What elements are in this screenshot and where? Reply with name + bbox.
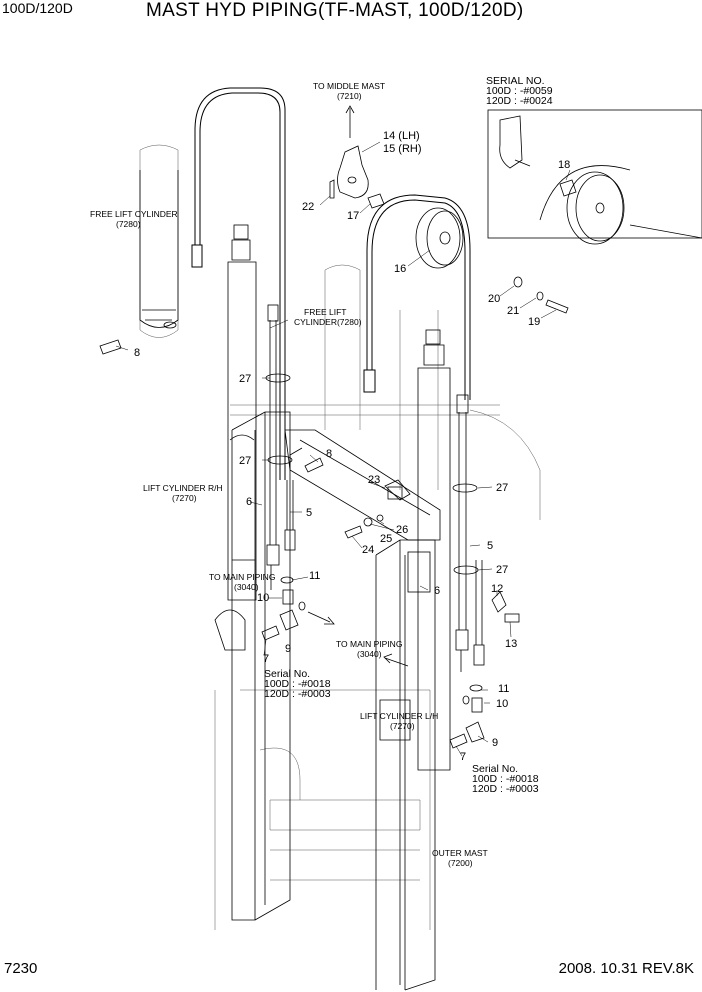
note-lift-cyl-rh-ref: (7270) — [172, 493, 197, 503]
callout-7-right: 7 — [460, 751, 466, 763]
callout-9-left: 9 — [285, 643, 291, 655]
background-mast-outline — [139, 144, 541, 930]
hose-middle-loop — [363, 194, 471, 400]
serial-right-line2: 120D : -#0003 — [472, 783, 539, 795]
callout-15: 15 (RH) — [383, 143, 422, 155]
washer-21 — [536, 291, 544, 301]
callout-10-left: 10 — [257, 592, 269, 604]
callout-13: 13 — [505, 638, 517, 650]
lift-cylinder-rh — [227, 224, 257, 601]
callout-27-a: 27 — [239, 373, 251, 385]
note-to-middle-mast-ref: (7210) — [337, 91, 362, 101]
free-lift-cylinder-left — [139, 170, 179, 329]
note-outer-mast: OUTER MAST — [432, 848, 488, 858]
cross-bracket — [284, 429, 441, 541]
bolt-8-mid — [304, 457, 324, 473]
note-lift-cyl-rh: LIFT CYLINDER R/H — [143, 483, 223, 493]
callout-5-left: 5 — [306, 507, 312, 519]
note-lift-cyl-lh-ref: (7270) — [390, 721, 415, 731]
serial-inset-box — [487, 109, 702, 245]
outer-mast-left-rail — [214, 411, 291, 921]
serial-left-line2: 120D : -#0003 — [264, 688, 331, 700]
note-to-main-piping-left-ref: (3040) — [234, 582, 259, 592]
pipe-right — [455, 394, 485, 666]
callout-26: 26 — [396, 524, 408, 536]
note-to-main-piping-right: TO MAIN PIPING — [336, 639, 402, 649]
callout-18: 18 — [558, 159, 570, 171]
callout-22: 22 — [302, 201, 314, 213]
note-free-lift-cyl-left-ref: (7280) — [116, 219, 141, 229]
note-to-middle-mast: TO MIDDLE MAST — [313, 81, 385, 91]
callout-27-b: 27 — [239, 455, 251, 467]
note-outer-mast-ref: (7200) — [448, 858, 473, 868]
bracket-14-15 — [337, 145, 369, 199]
pipe-left — [266, 304, 296, 566]
serial-left-heading: Serial No. — [264, 668, 310, 680]
serial-box-heading: SERIAL NO. — [486, 75, 545, 87]
note-free-lift-cyl-left: FREE LIFT CYLINDER — [90, 209, 178, 219]
fittings-right — [449, 684, 485, 749]
note-free-lift-cyl-mid: FREE LIFT — [304, 307, 347, 317]
bolt-19 — [545, 299, 569, 314]
callout-24: 24 — [362, 544, 374, 556]
hose-left-loop — [191, 87, 286, 480]
callout-23: 23 — [368, 474, 380, 486]
fittings-left — [261, 576, 306, 641]
serial-left-line1: 100D : -#0018 — [264, 678, 331, 690]
bolt-22 — [329, 179, 335, 199]
serial-blocks: SERIAL NO. 100D : -#0059 120D : -#0024 S… — [264, 75, 553, 795]
callout-6-left: 6 — [246, 496, 252, 508]
bolt-24 — [344, 525, 363, 539]
callout-9-right: 9 — [492, 737, 498, 749]
washer-26 — [376, 514, 384, 522]
note-to-main-piping-left: TO MAIN PIPING — [209, 572, 275, 582]
callout-8-left: 8 — [134, 347, 140, 359]
note-free-lift-cyl-mid2: CYLINDER(7280) — [294, 317, 362, 327]
outer-mast-right-rail — [375, 539, 436, 991]
callout-5-right: 5 — [487, 540, 493, 552]
callout-7-left: 7 — [263, 653, 269, 665]
callout-27-c: 27 — [496, 482, 508, 494]
pin-17 — [367, 193, 385, 209]
callout-27-d: 27 — [496, 564, 508, 576]
washer-20 — [513, 276, 523, 288]
serial-box-line2: 120D : -#0024 — [486, 95, 553, 107]
model-label: 100D/120D — [2, 0, 73, 16]
bolt-8-left — [99, 339, 122, 355]
callout-11-left: 11 — [309, 570, 320, 582]
callout-17: 17 — [347, 210, 359, 222]
callout-21: 21 — [507, 305, 519, 317]
lift-cylinder-lh — [417, 329, 451, 771]
callout-19: 19 — [528, 316, 540, 328]
sheave-16 — [415, 207, 464, 269]
page-title: MAST HYD PIPING(TF-MAST, 100D/120D) — [146, 0, 524, 21]
revision-date: 2008. 10.31 REV.8K — [558, 960, 694, 977]
callout-16: 16 — [394, 263, 406, 275]
serial-box-line1: 100D : -#0059 — [486, 85, 553, 97]
callout-10-right: 10 — [496, 698, 508, 710]
note-to-main-piping-right-ref: (3040) — [357, 649, 382, 659]
fitting-12-13 — [491, 591, 520, 623]
page-number: 7230 — [4, 960, 38, 977]
callout-11-right: 11 — [498, 683, 509, 695]
annotations: TO MIDDLE MAST (7210) FREE LIFT CYLINDER… — [90, 81, 488, 868]
callout-12: 12 — [491, 583, 503, 595]
callout-20: 20 — [488, 293, 500, 305]
washer-25 — [363, 517, 373, 527]
serial-right-heading: Serial No. — [472, 763, 518, 775]
callout-8-mid: 8 — [326, 448, 332, 460]
callout-25: 25 — [380, 533, 392, 545]
part-23 — [384, 479, 411, 501]
note-lift-cyl-lh: LIFT CYLINDER L/H — [360, 711, 438, 721]
serial-right-line1: 100D : -#0018 — [472, 773, 539, 785]
callout-6-right: 6 — [434, 585, 440, 597]
direction-arrows — [270, 105, 462, 672]
callout-numbers: 14 (LH) 15 (RH) 22 17 18 16 20 21 19 8 8… — [134, 130, 570, 763]
callout-14: 14 (LH) — [383, 130, 420, 142]
leader-lines — [115, 141, 571, 757]
